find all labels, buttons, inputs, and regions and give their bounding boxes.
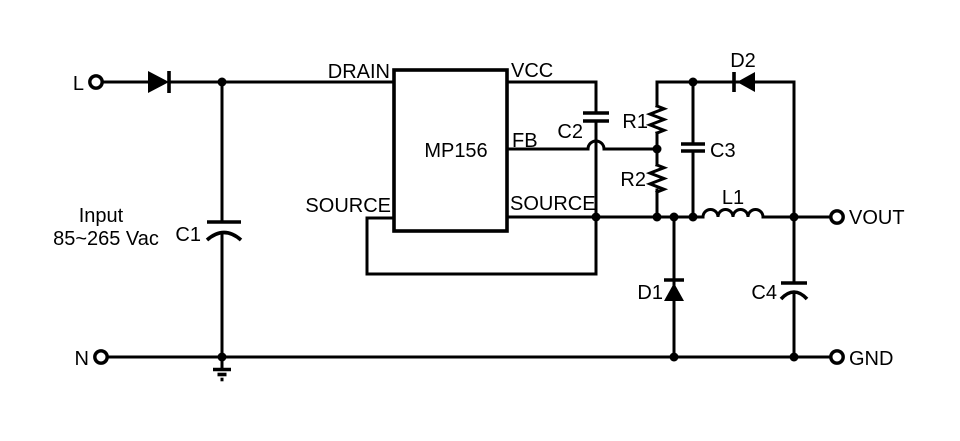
pin-label-source-left: SOURCE <box>305 195 391 217</box>
resistor-r2-icon <box>645 163 669 194</box>
junction-dot <box>789 212 799 222</box>
input-note-line2: 85~265 Vac <box>53 228 159 250</box>
component-label-d2: D2 <box>730 50 756 72</box>
resistor-r1-icon <box>645 104 669 135</box>
junction-dot <box>688 77 698 87</box>
capacitor-c4-icon <box>779 281 809 301</box>
pin-label-drain: DRAIN <box>328 61 390 83</box>
component-label-l1: L1 <box>722 187 744 209</box>
terminal-gnd-icon <box>829 349 845 365</box>
terminal-live-icon <box>88 74 104 90</box>
junction-dot <box>688 212 698 222</box>
pin-label-vcc: VCC <box>511 60 553 82</box>
component-label-r1: R1 <box>622 111 648 133</box>
ic-label: MP156 <box>424 140 487 162</box>
junction-dot <box>669 352 679 362</box>
component-label-c4: C4 <box>751 282 777 304</box>
wire-vcc-to-c2 <box>505 80 598 219</box>
pin-label-fb: FB <box>512 130 538 152</box>
terminal-label-live: L <box>73 73 84 95</box>
junction-dot <box>217 352 227 362</box>
junction-dot <box>669 212 679 222</box>
terminal-neutral-icon <box>93 349 109 365</box>
junction-dot <box>652 144 662 154</box>
junction-dot <box>652 212 662 222</box>
component-label-r2: R2 <box>620 169 646 191</box>
diode-d1-icon <box>664 278 684 301</box>
terminal-label-vout: VOUT <box>849 207 905 229</box>
terminal-label-gnd: GND <box>849 348 893 370</box>
diode-d2-icon <box>732 72 755 92</box>
junction-dot <box>789 352 799 362</box>
junction-dot <box>591 212 601 222</box>
junction-dots <box>217 77 799 362</box>
component-label-c2: C2 <box>557 121 583 143</box>
inductor-l1-icon <box>701 208 765 219</box>
wire-source-loop <box>365 215 598 276</box>
pin-label-source-right: SOURCE <box>510 193 596 215</box>
capacitor-c1-icon <box>205 220 243 242</box>
input-diode-icon <box>148 71 171 93</box>
input-note-line1: Input <box>79 205 124 227</box>
wire-top-rail <box>655 80 796 219</box>
ic-body-mp156 <box>392 68 509 233</box>
component-label-d1: D1 <box>637 282 663 304</box>
component-label-c1: C1 <box>175 224 201 246</box>
terminal-vout-icon <box>829 209 845 225</box>
junction-dot <box>217 77 227 87</box>
component-label-c3: C3 <box>710 140 736 162</box>
capacitor-c3-icon <box>681 142 705 153</box>
capacitor-c2-icon <box>583 111 609 123</box>
wire-fb-with-hop <box>505 139 659 151</box>
terminal-label-neutral: N <box>75 348 89 370</box>
